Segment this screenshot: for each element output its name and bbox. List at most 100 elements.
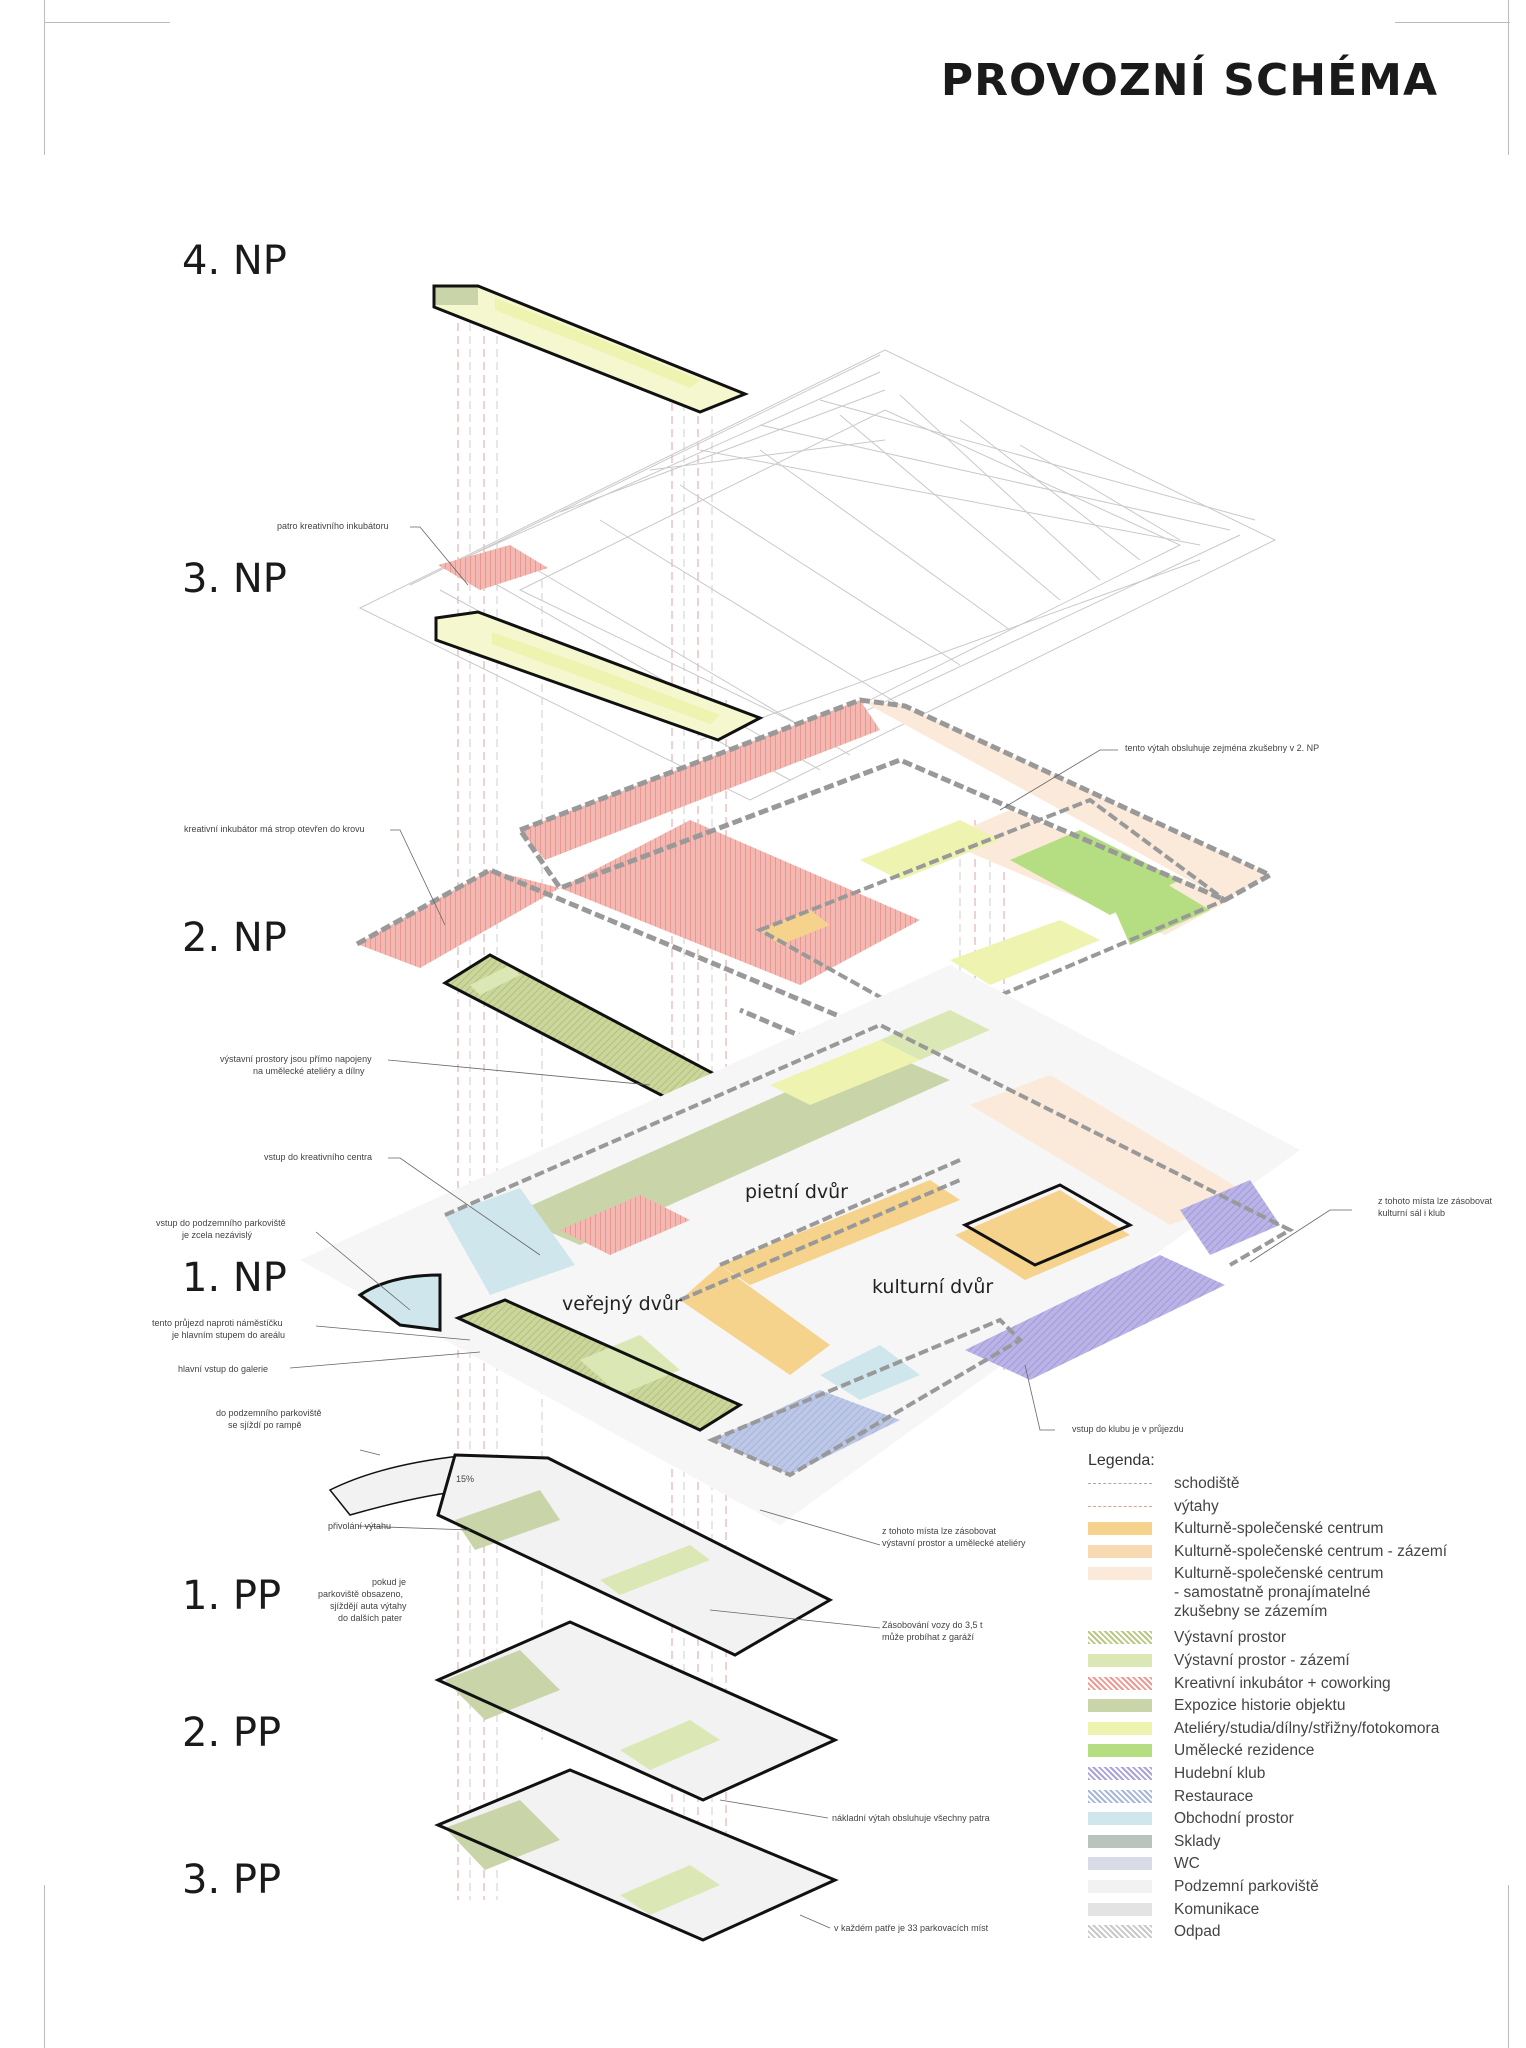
legend-label: Výstavní prostor - zázemí [1174, 1651, 1350, 1669]
floor-3pp-plan [434, 1768, 839, 1942]
crop-mark-top-right-v [1508, 0, 1509, 155]
legend-item: Umělecké rezidence [1088, 1741, 1508, 1764]
floor-label-2pp: 2. PP [182, 1710, 282, 1756]
legend-label: Umělecké rezidence [1174, 1742, 1315, 1760]
legend-label: Expozice historie objektu [1174, 1697, 1346, 1715]
legend-swatch [1088, 1653, 1152, 1667]
annotation-parking-spaces: v každém patře je 33 parkovacích míst [834, 1923, 989, 1933]
floor-2np-plan [355, 697, 1276, 1073]
legend-label: Podzemní parkoviště [1174, 1877, 1319, 1895]
floor-1np-plan [357, 1010, 1295, 1478]
legend-item: Kreativní inkubátor + coworking [1088, 1674, 1508, 1697]
legend-swatch [1088, 1902, 1152, 1916]
legend-title: Legenda: [1088, 1452, 1155, 1469]
annotation-creative-entry: vstup do kreativního centra [264, 1152, 372, 1162]
legend-swatch [1088, 1505, 1152, 1507]
annotation-full-4: do dalších pater [338, 1613, 402, 1623]
floor-label-4np: 4. NP [182, 238, 287, 284]
legend-swatch [1088, 1879, 1152, 1893]
legend-item: Obchodní prostor [1088, 1809, 1508, 1832]
legend-item: Ateliéry/studia/dílny/střižny/fotokomora [1088, 1719, 1508, 1742]
annotation-supply-vans-1: Zásobování vozy do 3,5 t [882, 1620, 983, 1630]
legend-item: Výstavní prostor [1088, 1628, 1508, 1651]
annotation-supply-hall-1: z tohoto místa lze zásobovat [1378, 1196, 1493, 1206]
annotation-full-2: parkoviště obsazeno, [318, 1589, 403, 1599]
annotation-ramp-2: se sjíždí po rampě [228, 1420, 302, 1430]
courtyard-pietni: pietní dvůr [745, 1181, 848, 1203]
legend-item: Odpad [1088, 1922, 1508, 1945]
annotation-exhibition-1: výstavní prostory jsou přímo napojeny [220, 1054, 372, 1064]
legend-swatch [1088, 1925, 1152, 1939]
annotation-passage-1: tento průjezd naproti náměstíčku [152, 1318, 283, 1328]
annotation-full-1: pokud je [372, 1577, 406, 1587]
annotation-supply-vans-2: může probíhat z garáží [882, 1632, 975, 1642]
annotation-full-3: sjíždějí auta výtahy [330, 1601, 407, 1611]
annotation-lift-rehearsal: tento výtah obsluhuje zejména zkušebny v… [1125, 743, 1319, 753]
legend-label: Ateliéry/studia/dílny/střižny/fotokomora [1174, 1719, 1440, 1737]
annotation-freight-lift: nákladní výtah obsluhuje všechny patra [832, 1813, 990, 1823]
floor-4np-plan [432, 284, 750, 414]
legend-swatch [1088, 1631, 1152, 1645]
floor-label-2np: 2. NP [182, 915, 287, 961]
legend-item: schodiště [1088, 1474, 1508, 1497]
floor-3np-incubator-roof [438, 545, 548, 590]
annotation-ramp-1: do podzemního parkoviště [216, 1408, 322, 1418]
annotation-parking-entry-1: vstup do podzemního parkoviště [156, 1218, 286, 1228]
legend-item: WC [1088, 1854, 1508, 1877]
annotation-supply-exhibition-2: výstavní prostor a umělecké ateliéry [882, 1538, 1026, 1548]
legend-item: Výstavní prostor - zázemí [1088, 1651, 1508, 1674]
legend-item: Sklady [1088, 1832, 1508, 1855]
courtyard-verejny: veřejný dvůr [562, 1293, 682, 1315]
floor-1pp-plan: 15% [328, 1453, 834, 1657]
legend-label: Kulturně-společenské centrum - zázemí [1174, 1542, 1448, 1560]
page-title: PROVOZNÍ SCHÉMA [940, 55, 1438, 106]
legend-item: Restaurace [1088, 1787, 1508, 1810]
legend-label: WC [1174, 1855, 1200, 1873]
annotation-lift-call: přivolání výtahu [328, 1521, 391, 1531]
legend-label: Sklady [1174, 1832, 1221, 1850]
legend-swatch [1088, 1522, 1152, 1536]
legend-item: Expozice historie objektu [1088, 1696, 1508, 1719]
legend-swatch [1088, 1834, 1152, 1848]
legend-swatch [1088, 1544, 1152, 1558]
courtyard-kulturni: kulturní dvůr [872, 1276, 993, 1298]
floor-2pp-plan [434, 1620, 839, 1802]
legend-label: schodiště [1174, 1475, 1240, 1492]
legend-label: Restaurace [1174, 1787, 1254, 1805]
floor-label-3np: 3. NP [182, 556, 287, 602]
legend-item: Kulturně-společenské centrum [1088, 1519, 1508, 1542]
crop-mark-top-right-h [1395, 22, 1510, 23]
annotation-passage-2: je hlavním stupem do areálu [171, 1330, 285, 1340]
crop-mark-top-left-h [45, 22, 170, 23]
legend-label: Komunikace [1174, 1900, 1260, 1918]
floor-label-3pp: 3. PP [182, 1857, 282, 1903]
legend-item: Kulturně-společenské centrum - zázemí [1088, 1542, 1508, 1565]
floor-label-1np: 1. NP [182, 1255, 287, 1301]
legend-label: Obchodní prostor [1174, 1810, 1294, 1828]
annotation-incubator-floor: patro kreativního inkubátoru [277, 521, 389, 531]
ramp-slope: 15% [456, 1474, 474, 1484]
legend-swatch [1088, 1567, 1152, 1581]
annotation-gallery-entry: hlavní vstup do galerie [178, 1364, 268, 1374]
legend-label: výtahy [1174, 1497, 1219, 1515]
annotation-supply-exhibition-1: z tohoto místa lze zásobovat [882, 1526, 997, 1536]
legend-label: Výstavní prostor [1174, 1629, 1286, 1647]
floor-3np-roof-grid [358, 349, 1277, 801]
annotation-supply-hall-2: kulturní sál i klub [1378, 1208, 1445, 1218]
legend-swatch [1088, 1812, 1152, 1826]
legend-swatch [1088, 1483, 1152, 1484]
legend-item: Podzemní parkoviště [1088, 1877, 1508, 1900]
legend-label: Odpad [1174, 1923, 1221, 1941]
floor-label-1pp: 1. PP [182, 1573, 282, 1619]
legend-swatch [1088, 1766, 1152, 1780]
annotations: patro kreativního inkubátoru tento výtah… [152, 521, 1493, 1933]
annotation-incubator-roof: kreativní inkubátor má strop otevřen do … [184, 824, 365, 834]
legend-swatch [1088, 1721, 1152, 1735]
crop-mark-top-left-v [44, 0, 45, 155]
legend-item: Komunikace [1088, 1900, 1508, 1923]
crop-mark-bottom-right-v [1508, 1885, 1509, 2048]
crop-mark-bottom-left-v [44, 1885, 45, 2048]
legend-swatch [1088, 1744, 1152, 1758]
